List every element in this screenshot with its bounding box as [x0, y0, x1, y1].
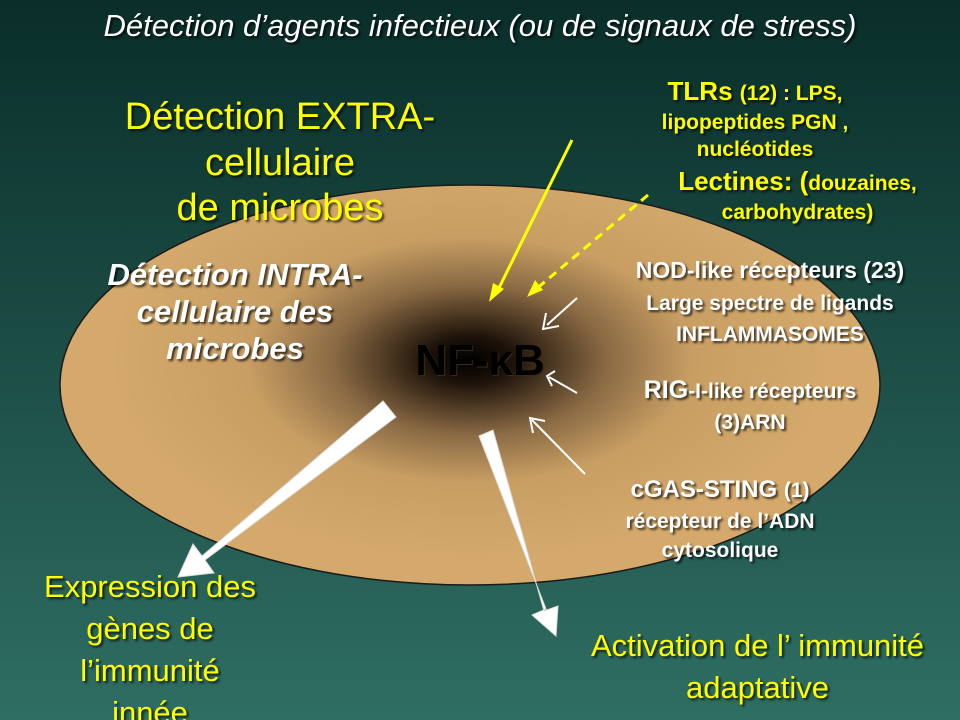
- extracellular-label: Détection EXTRA- cellulaire de microbes: [70, 95, 490, 232]
- innate-line-3: l’immunité: [80, 652, 220, 688]
- extracellular-line-1: Détection EXTRA-: [124, 96, 436, 138]
- cgas-label: cGAS-STING (1) récepteur de l’ADN cytoso…: [575, 473, 865, 565]
- lectines-arrow: [527, 193, 649, 297]
- adaptive-output-label: Activation de l’ immunité adaptative: [555, 625, 960, 709]
- innate-output-arrow: [177, 400, 397, 578]
- cgas-line-2: récepteur de l’ADN: [625, 509, 815, 533]
- innate-line-1: Expression des: [44, 569, 256, 604]
- intracellular-line-1: Détection INTRA-: [107, 257, 363, 292]
- cell-ellipse: [59, 184, 881, 586]
- rig-line-2: (3)ARN: [714, 411, 786, 435]
- innate-line-2: gènes de: [86, 610, 214, 646]
- lectines-label: Lectines: (douzaines, carbohydrates): [640, 165, 955, 226]
- nod-line-3: INFLAMMASOMES: [676, 323, 864, 346]
- tlr-arrow: [489, 139, 574, 302]
- page-title: Détection d’agents infectieux (ou de sig…: [103, 8, 857, 43]
- nfkb-label: NF-κB: [415, 336, 545, 385]
- rig-line-1: RIG-I-like récepteurs: [643, 376, 857, 404]
- cgas-line-3: cytosolique: [661, 538, 779, 562]
- tlr-line-2: lipopeptides PGN ,: [661, 110, 849, 134]
- lectines-line-1: Lectines: (douzaines,: [678, 166, 917, 196]
- rig-label: RIG-I-like récepteurs (3)ARN: [600, 372, 900, 439]
- adaptive-output-arrow: [478, 429, 559, 638]
- extracellular-line-2: cellulaire: [205, 141, 355, 184]
- intracellular-line-3: microbes: [166, 331, 304, 367]
- innate-line-4: innée: [112, 694, 188, 720]
- tlr-line-1: TLRs (12) : LPS,: [667, 76, 843, 106]
- adaptive-line-1: Activation de l’ immunité: [590, 628, 925, 663]
- innate-output-label: Expression des gènes de l’immunité innée: [5, 566, 295, 720]
- nod-arrow: [541, 297, 578, 331]
- nod-label: NOD-like récepteurs (23) Large spectre d…: [580, 253, 960, 351]
- intracellular-label: Détection INTRA- cellulaire des microbes: [40, 256, 430, 368]
- tlr-label: TLRs (12) : LPS, lipopeptides PGN , nucl…: [605, 75, 905, 163]
- nod-line-1: NOD-like récepteurs (23): [635, 257, 905, 283]
- cgas-line-1: cGAS-STING (1): [630, 476, 810, 503]
- lectines-line-2: carbohydrates): [721, 200, 874, 224]
- nod-line-2: Large spectre de ligands: [646, 291, 894, 315]
- extracellular-line-3: de microbes: [176, 187, 384, 230]
- tlr-line-3: nucléotides: [696, 138, 814, 162]
- cgas-arrow: [528, 416, 586, 475]
- adaptive-line-2: adaptative: [685, 669, 830, 705]
- intracellular-line-2: cellulaire des: [136, 294, 334, 330]
- rig-arrow: [545, 370, 578, 394]
